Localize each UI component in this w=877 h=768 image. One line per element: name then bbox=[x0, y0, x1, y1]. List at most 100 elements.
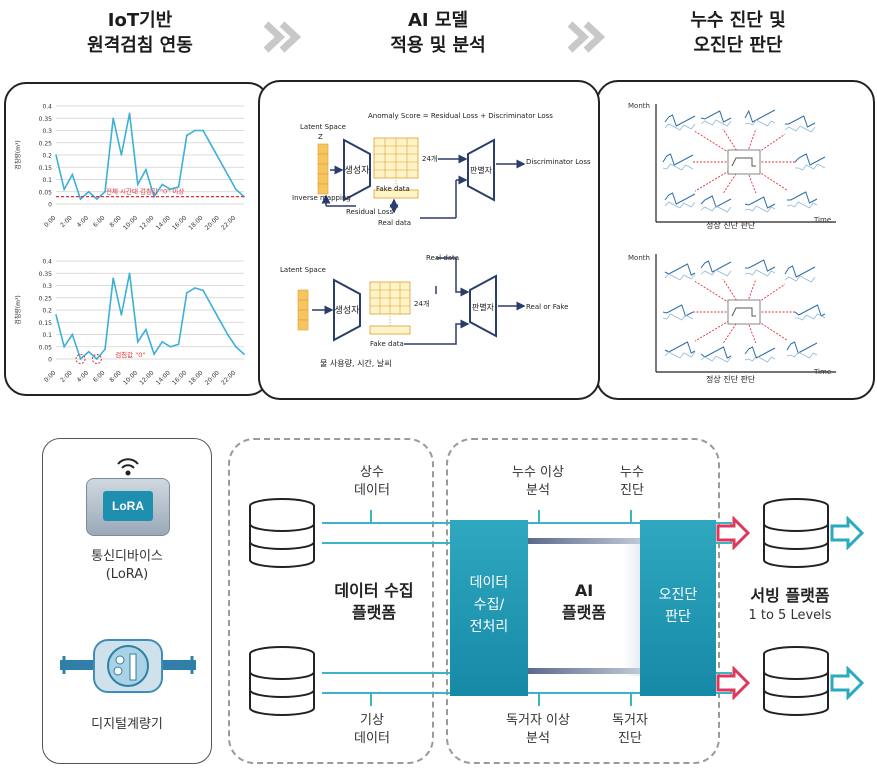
tick-weather bbox=[370, 694, 372, 706]
header-step3-line2: 오진단 판단 bbox=[693, 35, 783, 56]
mini-plot-bg bbox=[745, 257, 775, 279]
anomaly-formula: Anomaly Score = Residual Loss + Discrimi… bbox=[368, 112, 553, 120]
discriminator-loss-label: Discriminator Loss bbox=[526, 158, 591, 166]
waterworks-line1: 상수 bbox=[360, 465, 384, 480]
data-point bbox=[63, 188, 65, 191]
mini-plot-line bbox=[744, 269, 776, 277]
data-point bbox=[177, 186, 180, 188]
real-or-fake-label: Real or Fake bbox=[526, 303, 569, 311]
mini-plot-line bbox=[700, 205, 732, 213]
mini-plot-line bbox=[785, 115, 816, 128]
y-tick-label: 0.05 bbox=[39, 189, 53, 196]
mini-plot-line bbox=[700, 119, 732, 127]
levels-label: 1 to 5 Levels bbox=[748, 608, 832, 623]
fake-data-grid-bottom bbox=[369, 281, 411, 335]
ai-platform-bottom-bar bbox=[528, 668, 640, 674]
device1-label-line2: (LoRA) bbox=[105, 567, 149, 582]
z-label: Z bbox=[318, 133, 323, 141]
data-point bbox=[235, 188, 237, 191]
header-step1-line1: IoT기반 bbox=[107, 10, 173, 31]
data-point bbox=[79, 198, 82, 200]
mini-plot-line bbox=[664, 123, 696, 131]
leak-analysis-label: 누수 이상 분석 bbox=[486, 464, 590, 500]
mini-plot-bg bbox=[785, 263, 815, 285]
mini-plot-line bbox=[744, 109, 776, 123]
mini-plot-bg bbox=[745, 193, 775, 215]
solo-diagnosis-label: 독거자 진단 bbox=[596, 712, 664, 748]
tick-waterworks bbox=[370, 510, 372, 522]
mini-plot-line bbox=[795, 313, 826, 321]
x-tick-label: 0:00 bbox=[43, 369, 58, 384]
zero-highlight bbox=[75, 354, 86, 364]
y-tick-label: 0.25 bbox=[39, 140, 53, 147]
data-point bbox=[112, 117, 115, 120]
meter-chart-panel: 0.4 0.35 0.3 0.25 0.2 0.15 0.1 0.05 0 검침량(m³) 0:00… bbox=[4, 82, 270, 396]
lora-device-icon: LoRA bbox=[86, 478, 170, 536]
data-point bbox=[71, 333, 74, 336]
mini-plot-line bbox=[784, 275, 816, 283]
mini-plot-line bbox=[787, 191, 818, 204]
mini-plot-line bbox=[744, 355, 776, 363]
diagnosis-panel: Month Time 정상 진단 판단 Month Time 정상 진단 판단 bbox=[596, 80, 875, 400]
data-point bbox=[226, 333, 229, 336]
chevron-right-icon bbox=[263, 21, 302, 53]
data-point bbox=[235, 345, 237, 348]
mini-plot-line bbox=[795, 163, 826, 171]
y-tick-label: 0.35 bbox=[39, 271, 53, 278]
data-point bbox=[210, 304, 213, 306]
discriminator-label-bottom: 판별자 bbox=[472, 302, 495, 312]
lora-chip: LoRA bbox=[103, 491, 153, 521]
y-tick-label: 0.4 bbox=[42, 259, 52, 266]
data-point bbox=[96, 358, 98, 360]
collection-block-line1: 데이터 bbox=[469, 575, 509, 591]
data-point bbox=[161, 341, 164, 343]
mini-plot-line bbox=[744, 205, 776, 213]
arrow-right-icon bbox=[830, 666, 864, 700]
diagnosis-diagram bbox=[655, 104, 836, 373]
real-data-label-top: Real data bbox=[378, 219, 411, 227]
misdiagnosis-block: 오진단 판단 bbox=[640, 520, 716, 696]
series-line bbox=[55, 273, 245, 361]
data-point bbox=[55, 314, 57, 316]
database-icon bbox=[763, 498, 829, 568]
y-tick-label: 0.2 bbox=[42, 308, 52, 315]
serving-platform-label: 서빙 플랫폼 bbox=[750, 586, 830, 605]
mini-plot-line bbox=[794, 304, 826, 317]
discriminator-label-top: 판별자 bbox=[470, 165, 493, 175]
mini-plot-bg bbox=[787, 189, 817, 211]
mini-plot-line bbox=[794, 153, 826, 166]
caption-normal-1: 정상 진단 판단 bbox=[706, 221, 756, 230]
month-label-top: Month bbox=[628, 102, 650, 110]
database-icon bbox=[249, 646, 315, 716]
y-axis-label: 검침량(m³) bbox=[14, 140, 22, 170]
generator-label-bottom: 생성자 bbox=[335, 305, 361, 316]
mini-plot-bg bbox=[785, 113, 815, 135]
y-tick-label: 0.35 bbox=[39, 116, 53, 123]
x-tick-label: 0:00 bbox=[43, 214, 58, 229]
y-tick-label: 0 bbox=[48, 357, 52, 364]
solo-analysis-label: 독거자 이상 분석 bbox=[482, 712, 594, 748]
caption-normal-2: 정상 진단 판단 bbox=[706, 375, 756, 384]
collection-zone bbox=[228, 438, 434, 764]
y-tick-label: 0.1 bbox=[42, 332, 52, 339]
mini-plot-line bbox=[664, 192, 696, 205]
solo-diagnosis-line1: 독거자 bbox=[612, 713, 648, 728]
solo-diagnosis-line2: 진단 bbox=[618, 731, 642, 746]
data-point bbox=[112, 277, 115, 279]
weather-line1: 기상 bbox=[360, 713, 384, 728]
collection-block-line2: 수집/ bbox=[473, 597, 505, 613]
y-tick-label: 0.05 bbox=[39, 344, 53, 351]
y-tick-label: 0.15 bbox=[39, 165, 53, 172]
x-tick-label: 2:00 bbox=[59, 369, 74, 384]
mini-plot-bg bbox=[795, 301, 825, 323]
ai-platform-block bbox=[528, 540, 640, 676]
mini-plot-line bbox=[700, 195, 732, 208]
y-tick-label: 0.3 bbox=[42, 128, 52, 135]
data-point bbox=[79, 358, 82, 360]
x-tick-label: 20:00 bbox=[204, 369, 221, 386]
meter-chart-top: 0.40.350.30.250.20.150.10.050검침량(m³)0:00… bbox=[14, 104, 245, 232]
collection-platform-label: 데이터 수집 플랫폼 bbox=[314, 580, 434, 624]
y-tick-label: 0.25 bbox=[39, 295, 53, 302]
device1-label-line1: 통신디바이스 bbox=[91, 549, 163, 564]
header-step1-line2: 원격검침 연동 bbox=[87, 35, 193, 56]
